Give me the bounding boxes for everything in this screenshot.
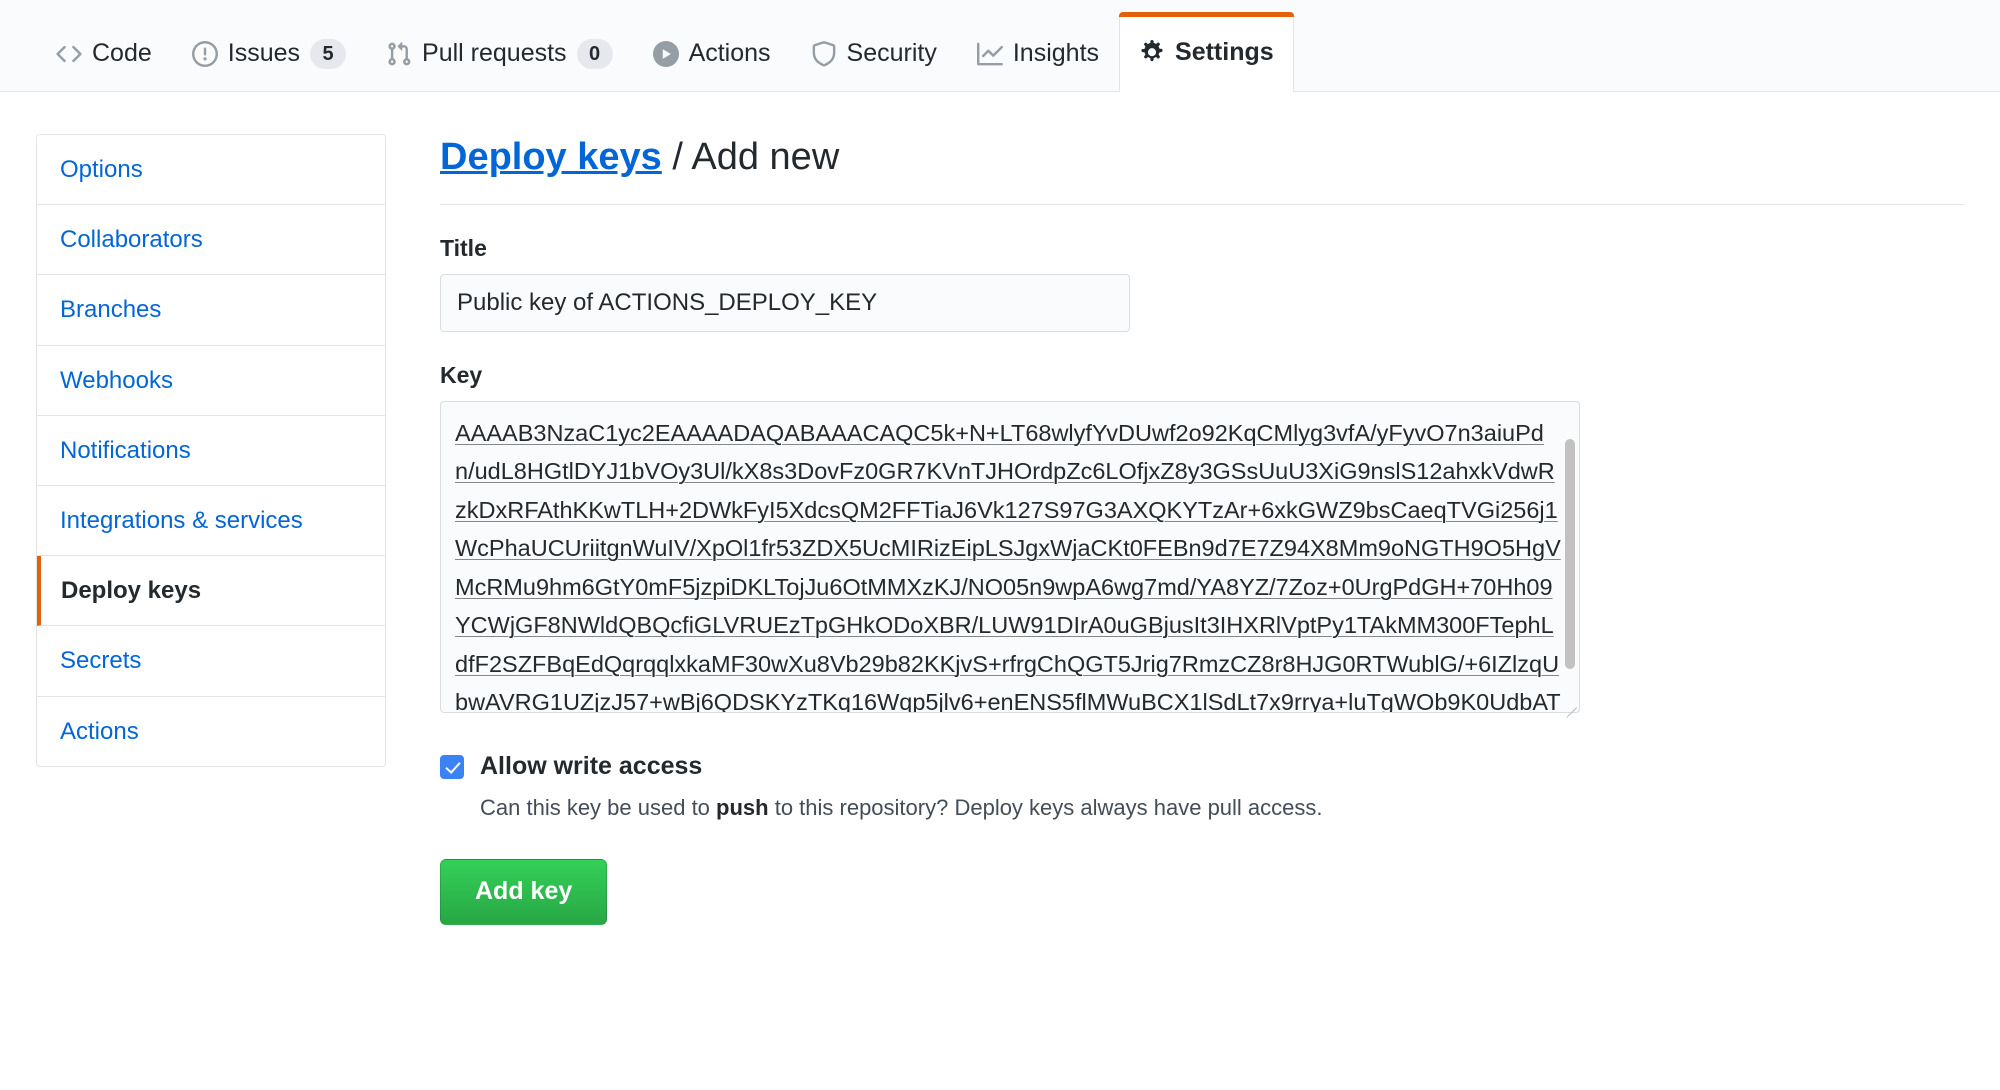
note-text-after: to this repository? Deploy keys always h… [768, 794, 1323, 820]
pull-requests-count-badge: 0 [576, 38, 613, 69]
tab-issues-label: Issues [227, 39, 301, 67]
sidebar-item-integrations-and-services[interactable]: Integrations & services [37, 485, 385, 557]
add-key-button[interactable]: Add key [440, 859, 608, 925]
tab-actions-label: Actions [688, 39, 771, 67]
issues-count-badge: 5 [310, 38, 347, 69]
tab-security-label: Security [846, 39, 937, 67]
allow-write-access-group: Allow write access Can this key be used … [440, 749, 1964, 824]
title-field-group: Title [440, 235, 1964, 332]
tab-code-label: Code [92, 39, 152, 67]
graph-icon [976, 41, 1003, 67]
scrollbar-thumb[interactable] [1565, 438, 1575, 669]
sidebar-item-collaborators[interactable]: Collaborators [37, 205, 385, 276]
tab-insights-label: Insights [1012, 39, 1100, 67]
sidebar-item-secrets[interactable]: Secrets [37, 626, 385, 697]
allow-write-access-description: Can this key be used to push to this rep… [480, 792, 1323, 824]
tab-code[interactable]: Code [36, 14, 172, 92]
sidebar-item-deploy-keys[interactable]: Deploy keys [37, 556, 385, 627]
allow-write-access-body: Allow write access Can this key be used … [480, 749, 1323, 824]
key-textarea-wrapper: AAAAB3NzaC1yc2EAAAADAQABAAACAQC5k+N+LT68… [440, 400, 1580, 718]
tab-pull-requests[interactable]: Pull requests 0 [366, 14, 633, 92]
allow-write-access-checkbox[interactable] [440, 754, 464, 779]
textarea-resize-handle[interactable] [1561, 694, 1577, 718]
tab-settings-label: Settings [1175, 38, 1274, 66]
title-field-label: Title [440, 234, 487, 261]
note-text-before: Can this key be used to [480, 794, 717, 820]
tab-actions[interactable]: Actions [633, 14, 791, 92]
sidebar-item-notifications[interactable]: Notifications [37, 415, 385, 486]
sidebar-item-actions[interactable]: Actions [37, 696, 385, 766]
tab-settings[interactable]: Settings [1119, 12, 1294, 92]
key-field-group: Key AAAAB3NzaC1yc2EAAAADAQABAAACAQC5k+N+… [440, 361, 1964, 718]
git-pull-request-icon [386, 41, 412, 67]
key-field-label: Key [440, 361, 483, 388]
gear-icon [1139, 39, 1165, 66]
shield-icon [811, 40, 837, 67]
breadcrumb-separator: / [661, 136, 692, 178]
sidebar-item-options[interactable]: Options [37, 135, 385, 206]
code-icon [56, 41, 82, 67]
tab-security[interactable]: Security [791, 14, 957, 92]
key-textarea[interactable]: AAAAB3NzaC1yc2EAAAADAQABAAACAQC5k+N+LT68… [440, 400, 1580, 713]
title-input[interactable] [440, 273, 1130, 332]
main-content: Deploy keys / Add new Title Key AAAAB3Nz… [386, 134, 1964, 925]
sidebar-item-webhooks[interactable]: Webhooks [37, 345, 385, 416]
sidebar-item-branches[interactable]: Branches [37, 275, 385, 346]
breadcrumb-current: Add new [691, 136, 840, 178]
play-icon [652, 40, 679, 67]
allow-write-access-label[interactable]: Allow write access [480, 751, 703, 780]
key-textarea-scrollbar[interactable] [1564, 405, 1576, 709]
tab-pull-requests-label: Pull requests [422, 39, 567, 67]
note-text-push: push [716, 794, 769, 820]
page-title: Deploy keys / Add new [440, 134, 1964, 205]
settings-sidebar: Options Collaborators Branches Webhooks … [36, 134, 386, 767]
settings-page: Options Collaborators Branches Webhooks … [0, 92, 2000, 925]
breadcrumb-deploy-keys-link[interactable]: Deploy keys [440, 136, 662, 178]
issue-opened-icon [191, 40, 218, 67]
tab-insights[interactable]: Insights [957, 14, 1119, 92]
tab-issues[interactable]: Issues 5 [172, 14, 366, 92]
repo-nav-bar: Code Issues 5 Pull requests 0 Actions Se… [0, 0, 2000, 92]
